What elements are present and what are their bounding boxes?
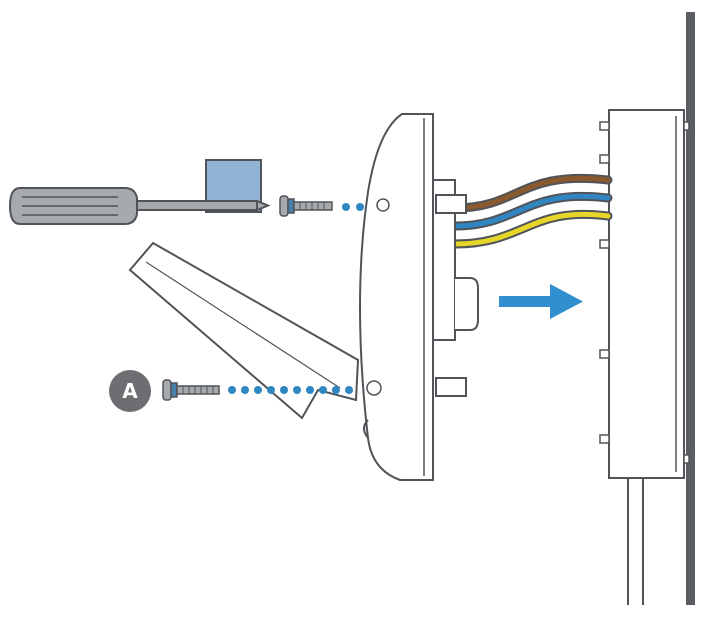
module-back-plate: [432, 179, 479, 470]
wall-box: [599, 109, 690, 479]
screw-icon-bottom: [162, 379, 220, 401]
faceplate-hole-top: [376, 198, 390, 212]
dotted-path: [342, 203, 364, 211]
faceplate-hole-bottom: [366, 380, 382, 396]
wires: [450, 173, 613, 249]
screw-icon: [279, 195, 333, 217]
wall: [686, 12, 695, 605]
callout-badge: A: [109, 370, 151, 412]
conduit-lines: [627, 478, 644, 605]
arrow-right-icon: [499, 284, 583, 319]
cover-plate: [128, 241, 360, 420]
screwdriver-icon: [8, 187, 271, 225]
callout-label: A: [122, 379, 138, 403]
faceplate: [359, 113, 434, 481]
dotted-path-bottom: [228, 386, 353, 394]
